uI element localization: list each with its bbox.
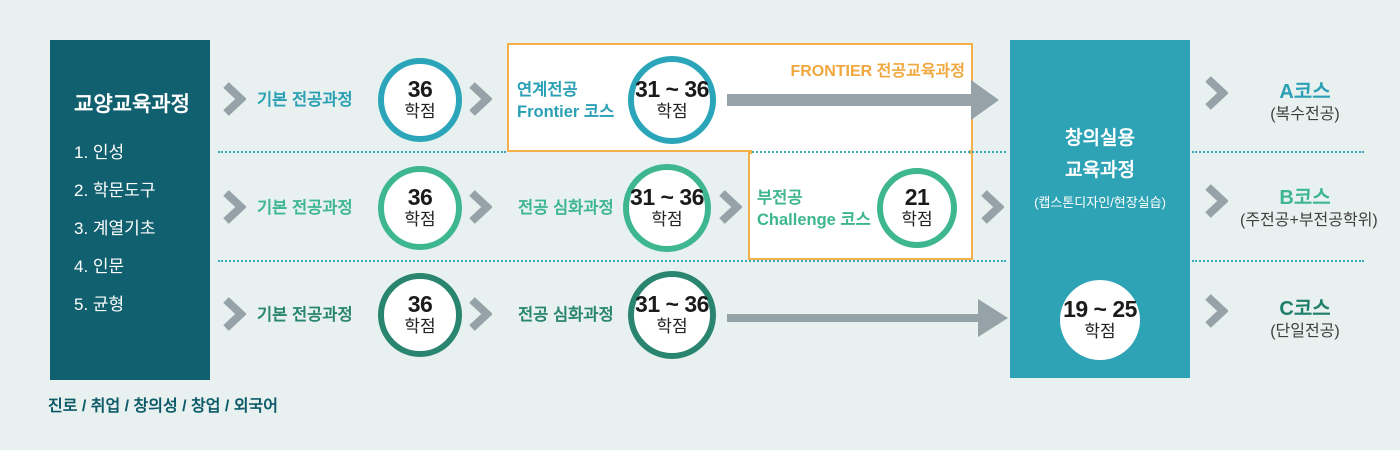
general-education-list: 1. 인성 2. 학문도구 3. 계열기초 4. 인문 5. 균형 [74,134,155,324]
minor-challenge-line2: Challenge 코스 [757,211,871,229]
chevron-right-icon [1204,184,1229,218]
credit-unit: 학점 [656,102,688,122]
flow-arrow-head-icon [978,299,1008,337]
chevron-right-icon [1204,76,1229,110]
basic-major-label: 기본 전공과정 [257,306,353,324]
panel-subtitle: (캡스톤디자인/현장실습) [1034,195,1166,210]
basic-major-label: 기본 전공과정 [257,199,353,217]
course-label: C코스 [1279,298,1331,320]
list-item: 5. 균형 [74,295,125,314]
course-c: C코스 (단일전공) [1240,297,1370,343]
list-item: 3. 계열기초 [74,219,156,238]
chevron-right-icon [980,190,1005,224]
list-item: 2. 학문도구 [74,181,156,200]
credit-value: 31 ~ 36 [630,184,704,211]
credit-unit: 학점 [404,210,436,230]
credit-circle: 21 학점 [877,168,957,248]
linked-major-line1: 연계전공 [517,81,578,99]
chevron-right-icon [222,82,247,116]
frontier-program-title: FRONTIER 전공교육과정 [790,63,965,80]
flow-arrow-head-icon [971,80,999,120]
chevron-right-icon [222,297,247,331]
minor-challenge-line1: 부전공 [757,189,803,207]
linked-major-line2: Frontier 코스 [517,103,615,121]
panel-title-line1: 창의실용 [1065,128,1135,149]
panel-title: 교양교육과정 [74,93,190,116]
chevron-right-icon [468,190,493,224]
list-item: 4. 인문 [74,257,125,276]
course-a: A코스 (복수전공) [1240,80,1370,126]
panel-title-line2: 교육과정 [1065,160,1135,181]
linked-major-label: 연계전공 Frontier 코스 [517,79,614,123]
chevron-right-icon [222,190,247,224]
credit-circle: 36 학점 [378,58,462,142]
chevron-right-icon [468,297,493,331]
credit-unit: 학점 [404,317,436,337]
course-label: B코스 [1279,187,1331,209]
credit-unit: 학점 [656,317,688,337]
row-divider-line [218,260,1006,262]
chevron-right-icon [468,82,493,116]
credit-unit: 학점 [901,210,933,230]
credit-value: 19 ~ 25 [1063,296,1137,323]
credit-value: 21 [904,184,930,211]
credit-value: 36 [407,76,433,103]
credit-value: 31 ~ 36 [635,76,709,103]
chevron-right-icon [718,190,743,224]
credit-value: 31 ~ 36 [635,291,709,318]
general-education-panel: 교양교육과정 1. 인성 2. 학문도구 3. 계열기초 4. 인문 5. 균형 [50,40,210,380]
major-advanced-label: 전공 심화과정 [518,199,614,217]
credit-circle: 36 학점 [378,273,462,357]
credit-unit: 학점 [1084,322,1116,342]
minor-challenge-label: 부전공 Challenge 코스 [757,187,871,231]
credit-unit: 학점 [404,102,436,122]
credit-circle: 31 ~ 36 학점 [628,56,716,144]
credit-unit: 학점 [651,210,683,230]
flow-arrow-icon [727,314,980,322]
flow-arrow-icon [727,94,973,106]
row-divider-line [1192,151,1364,153]
course-sub-label: (주전공+부전공학위) [1240,212,1378,229]
list-item: 1. 인성 [74,143,125,162]
credit-circle: 31 ~ 36 학점 [628,271,716,359]
creative-practical-panel: 창의실용 교육과정 (캡스톤디자인/현장실습) [1010,40,1190,378]
row-divider-line [752,151,1006,153]
credit-value: 36 [407,184,433,211]
credit-circle: 36 학점 [378,166,462,250]
basic-major-label: 기본 전공과정 [257,91,353,109]
row-divider-line [218,151,506,153]
course-sub-label: (복수전공) [1270,106,1340,123]
course-label: A코스 [1279,81,1331,103]
credit-circle: 31 ~ 36 학점 [623,164,711,252]
course-sub-label: (단일전공) [1270,323,1340,340]
credit-value: 36 [407,291,433,318]
row-divider-line [1192,260,1364,262]
major-advanced-label: 전공 심화과정 [518,306,614,324]
course-b: B코스 (주전공+부전공학위) [1240,186,1378,232]
footer-note: 진로 / 취업 / 창의성 / 창업 / 외국어 [48,398,278,415]
credit-circle: 19 ~ 25 학점 [1060,280,1140,360]
chevron-right-icon [1204,294,1229,328]
